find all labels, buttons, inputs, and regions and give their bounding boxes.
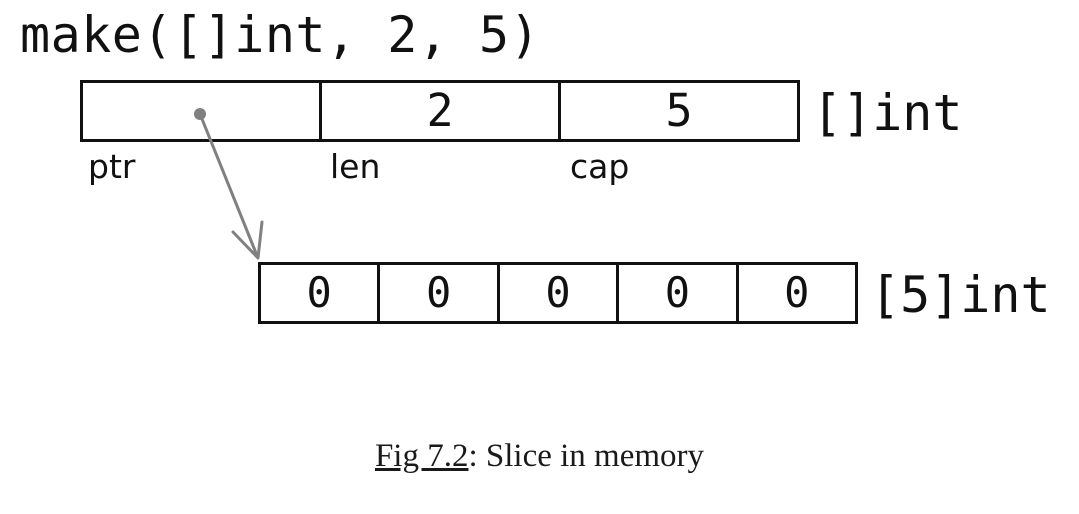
array-element: 0 [619,265,739,321]
slice-field-len-value: 2 [426,84,454,137]
array-element: 0 [500,265,620,321]
array-element: 0 [261,265,381,321]
backing-array-box: 0 0 0 0 0 [258,262,858,324]
slice-type-label: []int [812,84,963,142]
pointer-arrow-head [231,220,264,260]
make-call-expression: make([]int, 2, 5) [20,6,541,64]
array-type-label: [5]int [870,266,1051,324]
caption-text: Slice in memory [485,438,705,474]
figure-caption: Fig 7.2: Slice in memory [0,440,1079,473]
caption-figure-ref: Fig 7.2 [374,438,469,474]
slice-field-len: 2 [322,83,561,139]
cap-field-label: cap [570,147,630,186]
array-element: 0 [784,268,810,317]
len-field-label: len [330,147,381,186]
slice-field-cap: 5 [561,83,797,139]
slice-field-cap-value: 5 [665,84,693,137]
caption-separator: : [468,438,486,474]
slice-field-ptr [83,83,322,139]
slice-header-box: 2 5 [80,80,800,142]
ptr-field-label: ptr [88,147,136,186]
array-element: 0 [380,265,500,321]
